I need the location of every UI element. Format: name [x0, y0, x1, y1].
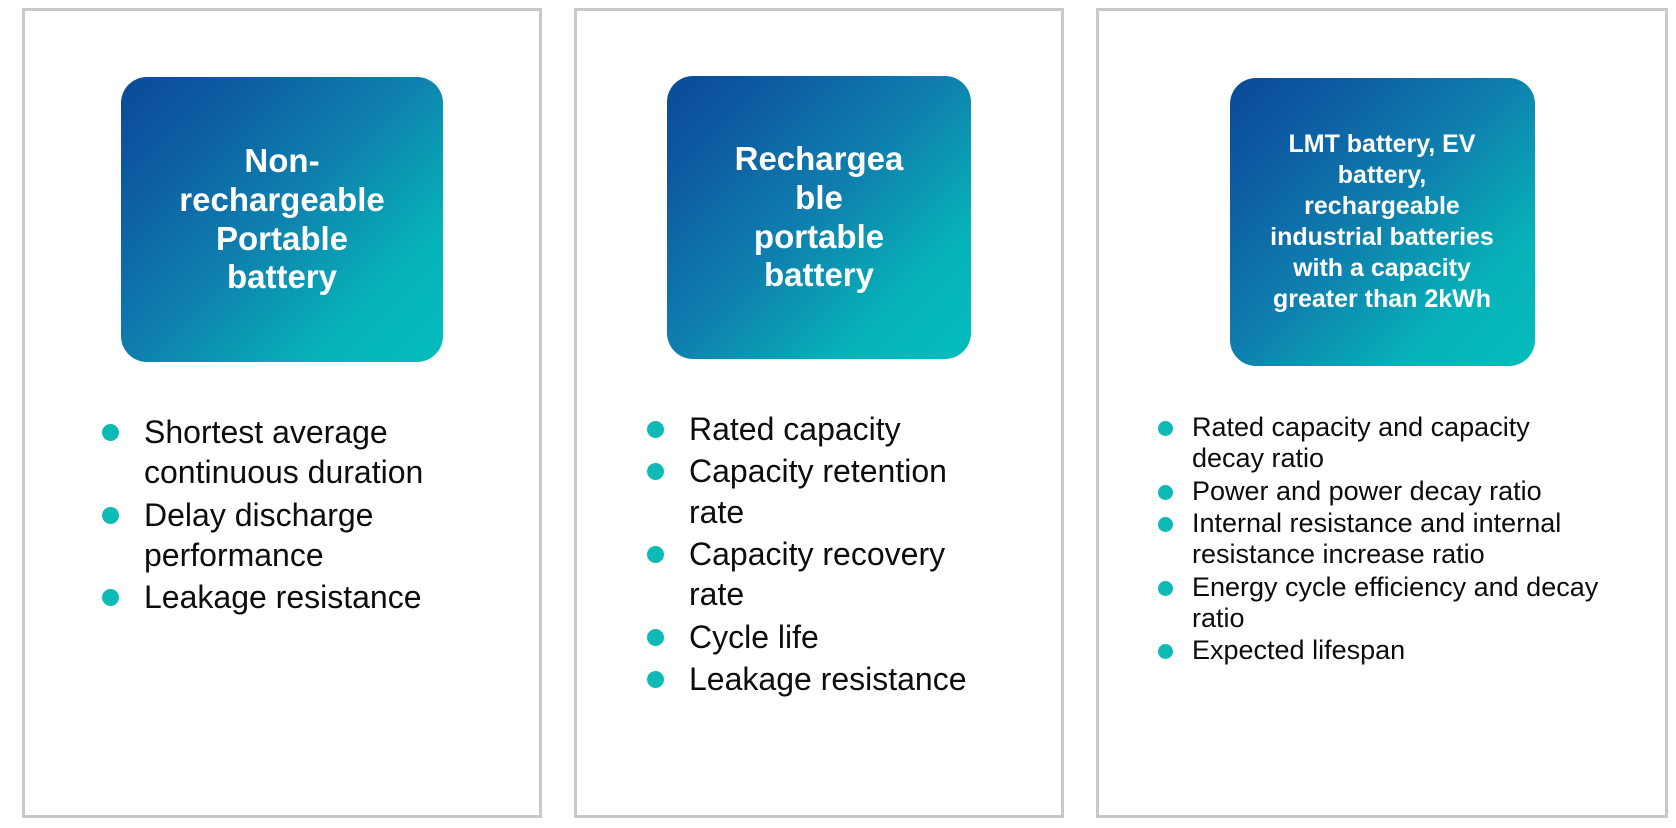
header-line: with a capacity — [1293, 254, 1471, 282]
list-item: Energy cycle efficiency and decay ratio — [1150, 572, 1602, 635]
criteria-list-1: Shortest average continuous duration Del… — [96, 412, 426, 620]
header-line: LMT battery, EV — [1288, 130, 1476, 158]
category-header-card-1: Non- rechargeable Portable battery — [121, 77, 443, 362]
list-item: Internal resistance and internal resista… — [1150, 508, 1602, 571]
header-line: rechargeable — [1304, 192, 1460, 220]
header-line: battery — [226, 258, 338, 296]
list-item: Power and power decay ratio — [1150, 476, 1602, 507]
category-panel-lmt-ev-industrial: LMT battery, EV battery, rechargeable in… — [1096, 8, 1668, 818]
list-item: Rated capacity and capacity decay ratio — [1150, 412, 1602, 475]
category-header-text-2: Rechargea ble portable battery — [667, 140, 971, 296]
list-item: Delay discharge performance — [96, 495, 426, 576]
criteria-list-2: Rated capacity Capacity retention rate C… — [641, 409, 971, 701]
list-item: Rated capacity — [641, 409, 971, 449]
category-header-card-2: Rechargea ble portable battery — [667, 76, 971, 359]
category-panel-non-rechargeable-portable: Non- rechargeable Portable battery Short… — [22, 8, 542, 818]
list-item: Expected lifespan — [1150, 635, 1602, 666]
category-header-text-3: LMT battery, EV battery, rechargeable in… — [1230, 129, 1535, 315]
header-line: battery — [763, 256, 875, 294]
category-header-card-3: LMT battery, EV battery, rechargeable in… — [1229, 78, 1535, 366]
header-line: battery, — [1337, 161, 1427, 189]
list-item: Capacity recovery rate — [641, 534, 971, 615]
list-item: Leakage resistance — [96, 577, 426, 617]
header-line: greater than 2kWh — [1272, 285, 1492, 313]
category-panel-rechargeable-portable: Rechargea ble portable battery Rated cap… — [574, 8, 1064, 818]
header-line: industrial batteries — [1270, 223, 1494, 251]
header-line: Rechargea — [734, 139, 904, 177]
category-header-text-1: Non- rechargeable Portable battery — [121, 142, 443, 298]
header-line: portable — [753, 217, 885, 255]
header-line: Portable — [215, 219, 349, 257]
criteria-list-3: Rated capacity and capacity decay ratio … — [1150, 412, 1602, 668]
list-item: Shortest average continuous duration — [96, 412, 426, 493]
header-line: rechargeable — [179, 180, 385, 218]
list-item: Capacity retention rate — [641, 451, 971, 532]
header-line: ble — [795, 178, 843, 216]
list-item: Leakage resistance — [641, 659, 971, 699]
list-item: Cycle life — [641, 617, 971, 657]
header-line: Non- — [244, 141, 320, 179]
